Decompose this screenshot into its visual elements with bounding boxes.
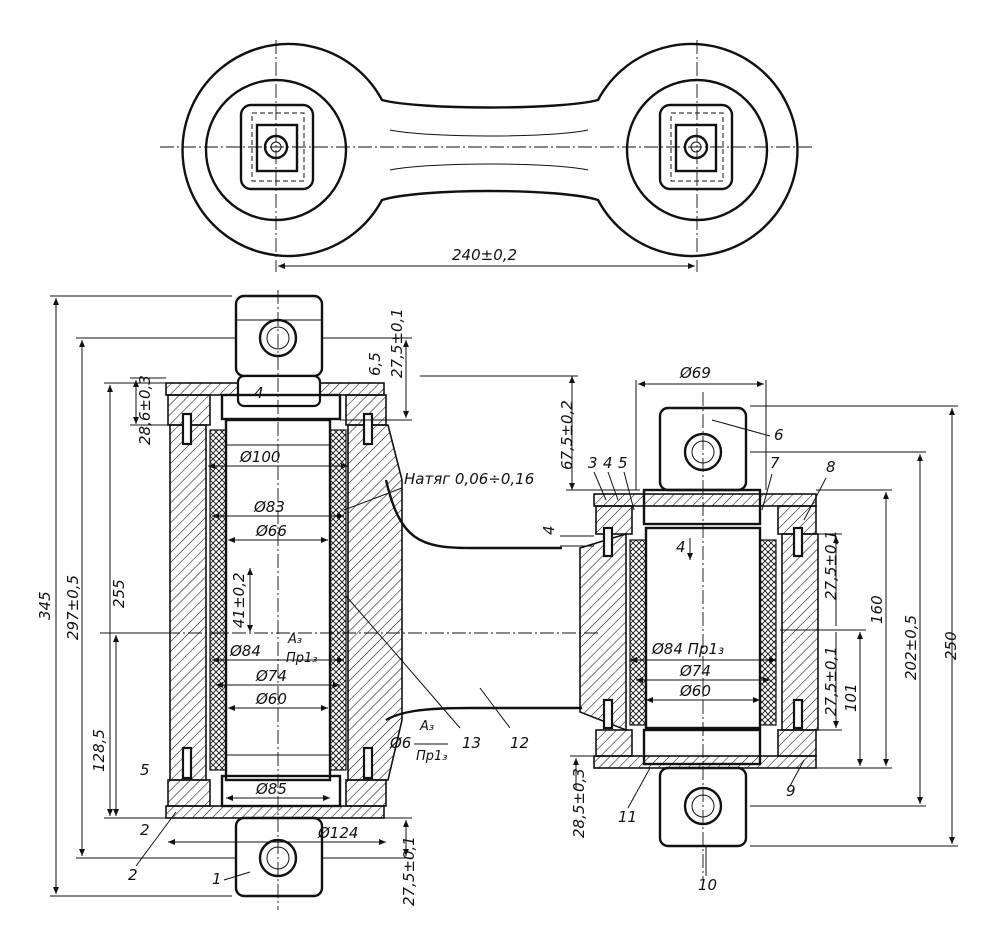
right-section: Ø69 Ø84 Пр1₃ Ø74 Ø60 4 67,5±0,2 4 28,5±0… [540, 364, 960, 880]
callout-6: 6 [711, 419, 784, 444]
dim-d74-label: Ø74 [255, 667, 287, 685]
dim-128-label: 128,5 [90, 729, 108, 772]
dim-27-top-label: 27,5±0,1 [388, 308, 406, 378]
left-shaft-dims: 27,5±0,1 6,5 27,5±0,1 [322, 308, 418, 906]
right-dim-28-label: 28,5±0,3 [570, 768, 588, 838]
svg-text:5: 5 [618, 454, 628, 472]
right-diameter-dims: Ø69 Ø84 Пр1₃ Ø74 Ø60 4 [630, 364, 776, 703]
dim-240-label: 240±0,2 [452, 246, 517, 264]
dim-67-label: 67,5±0,2 [558, 400, 576, 470]
dim-d60-label: Ø60 [255, 690, 287, 708]
callout-13: 13 [345, 595, 481, 752]
dim-d6-fit-bottom: Пр1₃ [416, 749, 448, 764]
callout-11: 11 [618, 767, 651, 826]
right-d60-label: Ø60 [679, 682, 711, 700]
left-top-flange [165, 374, 387, 426]
left-bottom-shaft [234, 816, 324, 898]
dim-d84-label: Ø84 [229, 642, 261, 660]
right-bottom-flange [593, 728, 817, 769]
callout-7: 7 [761, 454, 780, 511]
dim-d100-label: Ø100 [239, 448, 280, 466]
svg-text:8: 8 [826, 458, 836, 476]
dim-6-5-label: 6,5 [366, 352, 384, 376]
dim-d84-fit-bottom: Пр1₃ [286, 651, 318, 666]
dim-2-label: 2 [140, 821, 150, 839]
right-dim-27-bottom: 27,5±0,1 [822, 646, 840, 716]
svg-text:13: 13 [462, 734, 481, 752]
callouts: 1 2 3 4 5 6 7 8 [128, 419, 836, 894]
dim-5-label: 5 [140, 761, 150, 779]
dim-d69-label: Ø69 [679, 364, 711, 382]
interference-label: Натяг 0,06÷0,16 [404, 470, 534, 488]
callout-8: 8 [803, 458, 836, 521]
right-top-flange [593, 488, 817, 535]
callout-2a: 2 [128, 811, 177, 884]
svg-text:12: 12 [510, 734, 529, 752]
dim-202-label: 202±0,5 [902, 615, 920, 680]
svg-text:2: 2 [128, 866, 138, 884]
right-pins [602, 526, 804, 730]
left-top-shaft [234, 294, 324, 378]
left-pins [181, 412, 374, 780]
dim-101-label: 101 [842, 683, 860, 712]
right-left-dims: 67,5±0,2 4 28,5±0,3 [540, 376, 644, 838]
top-view: 240±0,2 [160, 40, 815, 272]
left-bottom-flange [165, 774, 387, 819]
right-d84-label: Ø84 Пр1₃ [651, 640, 724, 658]
callout-5: 5 [618, 454, 635, 511]
svg-text:7: 7 [770, 454, 780, 472]
right-right-dims: 250 202±0,5 160 101 27,5±0,1 27,5±0,1 [750, 405, 960, 847]
dim-345-label: 345 [36, 591, 54, 620]
dim-4-left-label: 4 [254, 384, 264, 402]
dim-d6-label: Ø6 [389, 734, 411, 752]
left-housing [169, 424, 403, 781]
interference-note: Натяг 0,06÷0,16 [343, 470, 534, 511]
dim-27-bottom-label: 27,5±0,1 [400, 836, 418, 906]
svg-text:9: 9 [786, 782, 796, 800]
left-section: 345 297±0,5 255 128,5 28,6±0,3 5 2 27,5 [36, 290, 600, 910]
right-dim-4-b: 4 [676, 538, 686, 556]
dim-160-label: 160 [868, 595, 886, 624]
callout-3: 3 [588, 454, 607, 501]
left-vertical-dims: 345 297±0,5 255 128,5 28,6±0,3 5 2 [36, 295, 236, 897]
svg-text:4: 4 [603, 454, 613, 472]
dim-d85-label: Ø85 [255, 780, 287, 798]
callout-12: 12 [479, 687, 529, 752]
dim-d84-fit-top: A₃ [287, 632, 302, 647]
dim-d6-fit-top: A₃ [419, 719, 434, 734]
dim-240: 240±0,2 [278, 246, 695, 269]
callout-1: 1 [212, 870, 251, 888]
right-dim-27-top: 27,5±0,1 [822, 530, 840, 600]
dim-255-label: 255 [110, 579, 128, 608]
right-dim-4-a: 4 [540, 525, 558, 535]
right-housing [579, 532, 819, 732]
svg-text:1: 1 [212, 870, 222, 888]
dim-d83-label: Ø83 [253, 498, 285, 516]
callout-9: 9 [786, 759, 805, 800]
dim-250-label: 250 [942, 631, 960, 660]
svg-text:6: 6 [774, 426, 784, 444]
top-view-body [181, 42, 799, 258]
dim-41-label: 41±0,2 [230, 572, 248, 628]
svg-text:11: 11 [618, 808, 637, 826]
dim-d124-label: Ø124 [317, 824, 358, 842]
dim-297-label: 297±0,5 [64, 575, 82, 640]
connecting-arm [384, 375, 582, 722]
dim-28-6-label: 28,6±0,3 [136, 375, 154, 445]
left-diameter-dims: 4 Ø100 Ø83 Ø66 41±0,2 Ø84 A₃ Пр1₃ Ø74 Ø6… [168, 384, 448, 845]
dim-d66-label: Ø66 [255, 522, 287, 540]
callout-4: 4 [603, 454, 619, 501]
svg-text:3: 3 [588, 454, 598, 472]
callout-10: 10 [698, 846, 717, 894]
svg-text:10: 10 [698, 876, 717, 894]
right-d74-label: Ø74 [679, 662, 711, 680]
